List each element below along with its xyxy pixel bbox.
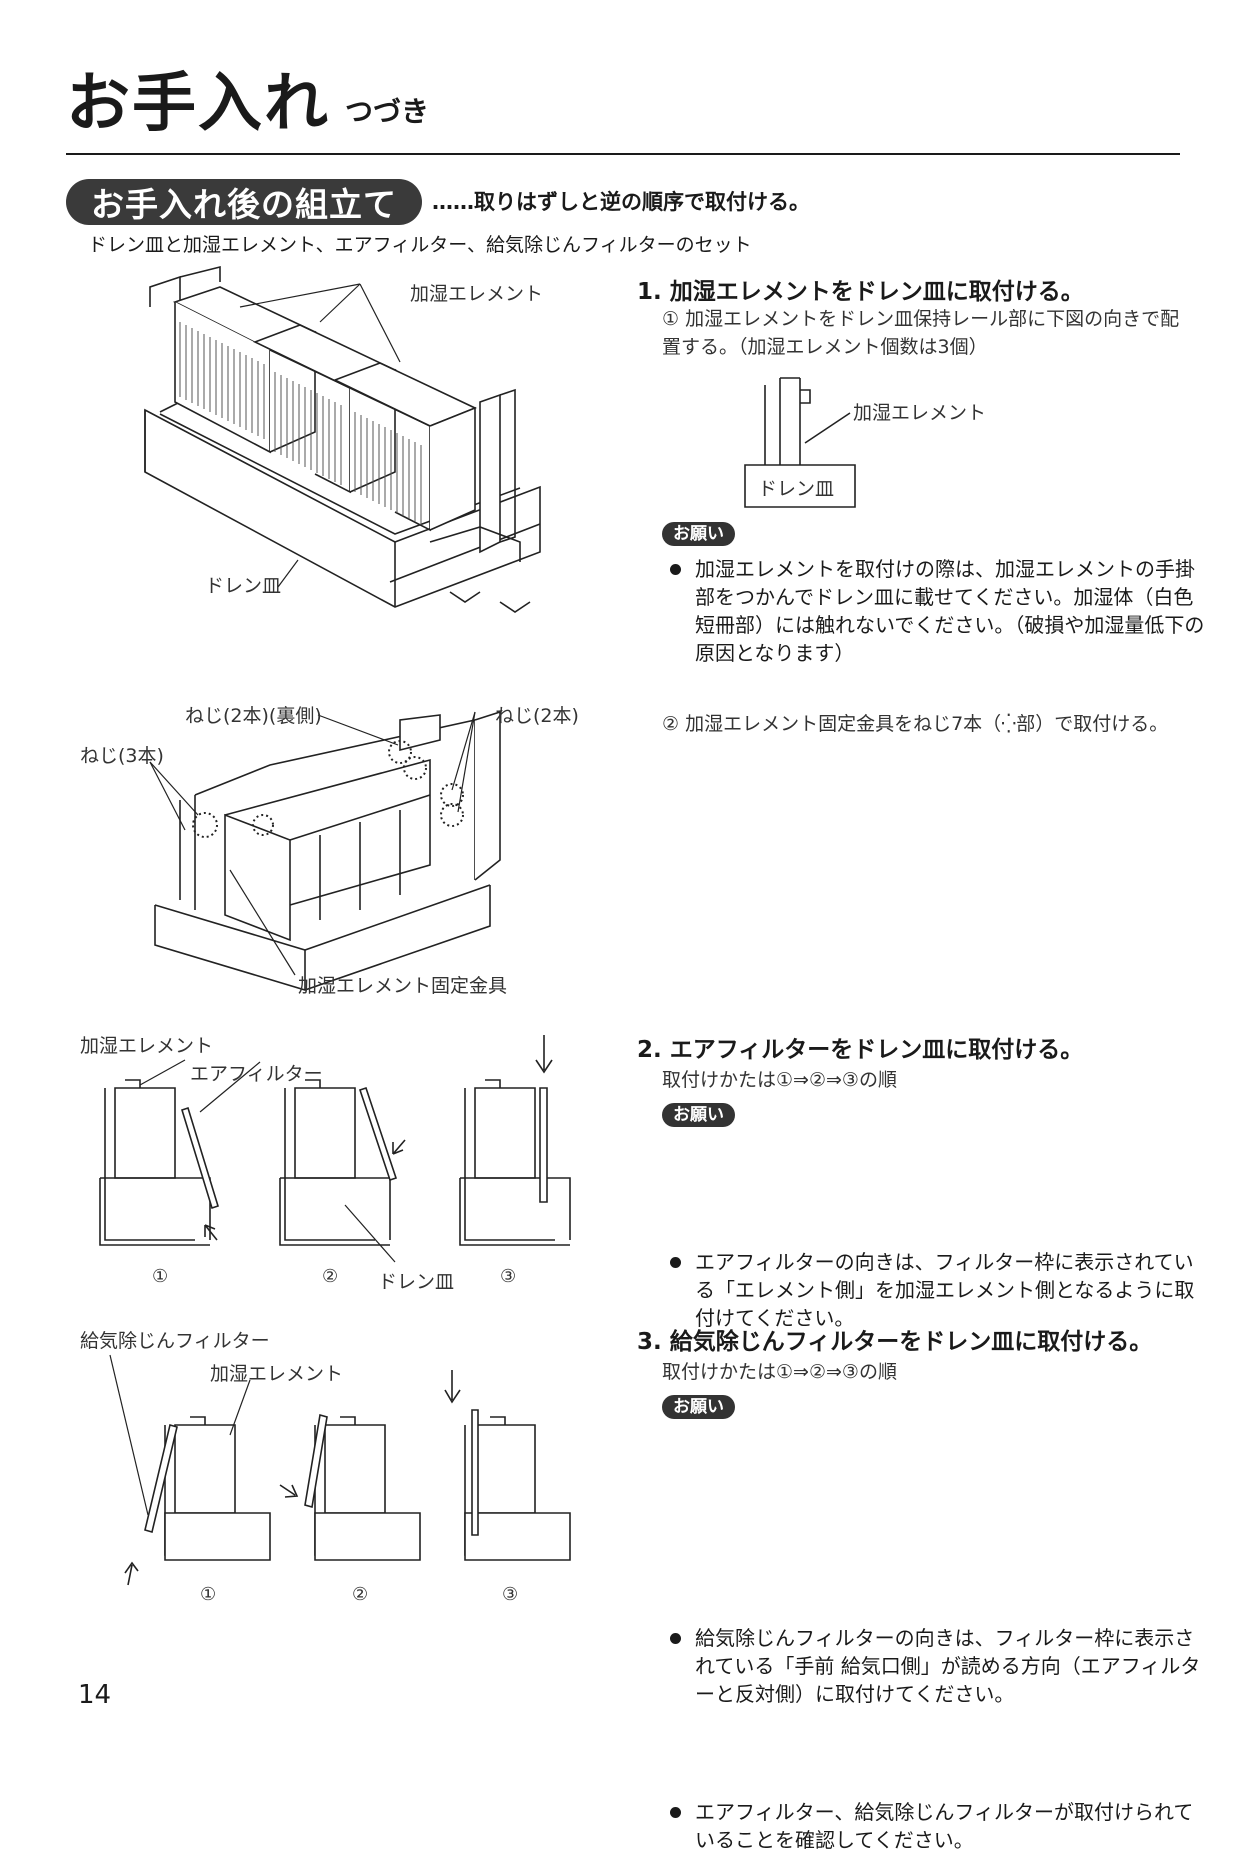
figure-fixing-bracket: ねじ(2本)(裏側) ねじ(2本) ねじ(3本) 加湿エレメント固定金具 (80, 705, 579, 997)
section-note: ……取りはずしと逆の順序で取付ける。 (432, 190, 810, 214)
step1-instruction-2: ② 加湿エレメント固定金具をねじ7本（⁛部）で取付ける。 (662, 713, 1169, 735)
page-subtitle: つづき (345, 95, 430, 128)
figure-air-filter-steps: 加湿エレメント エアフィルター ドレン皿 ① ② ③ (80, 1035, 571, 1290)
figure4-element-label: 加湿エレメント (210, 1363, 343, 1385)
figure3-step3: ③ (500, 1266, 516, 1287)
page-number: 14 (78, 1680, 112, 1710)
step2-notice-badge: お願い (662, 1103, 735, 1127)
figure3-filter-label: エアフィルター (190, 1063, 323, 1085)
figure-dust-filter-steps: 給気除じんフィルター 加湿エレメント ① ② ③ (80, 1330, 571, 1605)
figure1-element-label: 加湿エレメント (410, 283, 543, 305)
step1-instruction-1: ① 加湿エレメントをドレン皿保持レール部に下図の向きで配置する。（加湿エレメント… (662, 308, 1180, 358)
figure2-screw-left-label: ねじ(3本) (80, 745, 164, 767)
figure-element-on-drain-pan: 加湿エレメント ドレン皿 (144, 265, 543, 613)
step3-notice-text-2: エアフィルター、給気除じんフィルターが取付けられていることを確認してください。 (665, 1798, 1210, 1854)
step3-title: 3. 給気除じんフィルターをドレン皿に取付ける。 (637, 1329, 1153, 1355)
figure3-step2: ② (322, 1266, 338, 1287)
step3-notice-text-1: 給気除じんフィルターの向きは、フィルター枠に表示されている「手前 給気口側」が読… (665, 1624, 1210, 1708)
figure4-filter-label: 給気除じんフィルター (80, 1330, 270, 1352)
step2-title: 2. エアフィルターをドレン皿に取付ける。 (637, 1037, 1084, 1063)
figure-element-orientation: 加湿エレメント ドレン皿 (744, 377, 986, 508)
figure4-step2: ② (352, 1584, 368, 1605)
page-title: お手入れ (66, 67, 330, 141)
figure4-step3: ③ (502, 1584, 518, 1605)
figure1-drain-label: ドレン皿 (205, 575, 281, 597)
step3-notice-badge: お願い (662, 1395, 735, 1419)
step1-notice-badge: お願い (662, 522, 735, 546)
step2-notice-text: エアフィルターの向きは、フィルター枠に表示されている「エレメント側」を加湿エレメ… (665, 1248, 1210, 1332)
diagram-element-label: 加湿エレメント (853, 402, 986, 424)
set-description: ドレン皿と加湿エレメント、エアフィルター、給気除じんフィルターのセット (88, 234, 752, 256)
step1-notice-text: 加湿エレメントを取付けの際は、加湿エレメントの手掛部をつかんでドレン皿に載せてく… (665, 555, 1210, 667)
figure3-drain-label: ドレン皿 (378, 1271, 454, 1290)
step3-order: 取付けかたは①⇒②⇒③の順 (662, 1361, 897, 1383)
figure3-element-label: 加湿エレメント (80, 1035, 213, 1057)
figure4-step1: ① (200, 1584, 216, 1605)
diagram-drain-label: ドレン皿 (758, 478, 834, 500)
section-heading: お手入れ後の組立て (66, 179, 422, 225)
figure2-bracket-label: 加湿エレメント固定金具 (298, 975, 507, 997)
step1-title: 1. 加湿エレメントをドレン皿に取付ける。 (637, 279, 1084, 305)
figure2-screw-back-label: ねじ(2本)(裏側) (185, 705, 322, 727)
title-rule (66, 153, 1180, 155)
figure2-screw-right-label: ねじ(2本) (495, 705, 579, 727)
step2-order: 取付けかたは①⇒②⇒③の順 (662, 1069, 897, 1091)
figure3-step1: ① (152, 1266, 168, 1287)
